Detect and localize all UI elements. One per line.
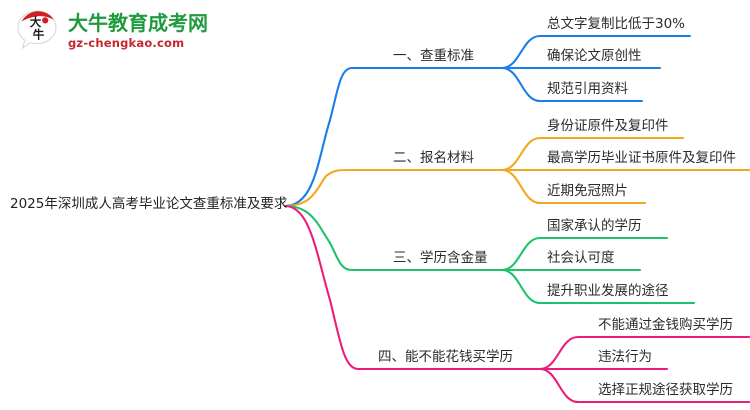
leaf-label-1-1[interactable]: 总文字复制比低于30%	[547, 16, 686, 32]
logo-site-name: 大牛教育成考网	[68, 10, 208, 35]
leaf-label-2-3[interactable]: 近期免冠照片	[547, 183, 628, 199]
leaf-connector-4-3	[538, 367, 750, 404]
leaf-label-3-2[interactable]: 社会认可度	[547, 250, 615, 266]
leaf-label-1-3[interactable]: 规范引用资料	[547, 81, 628, 97]
branch-group-1	[283, 34, 692, 208]
leaf-label-1-2[interactable]: 确保论文原创性	[547, 48, 642, 64]
leaf-connector-2-3	[500, 168, 647, 205]
branch-connector-4	[283, 204, 542, 371]
logo-site-url: gz-chengkao.com	[68, 35, 185, 50]
branch-label-3[interactable]: 三、学历含金量	[393, 250, 488, 266]
logo-text: 大牛教育成考网 gz-chengkao.com	[68, 13, 208, 50]
leaf-label-4-1[interactable]: 不能通过金钱购买学历	[598, 317, 733, 333]
site-logo: 大 牛 大牛教育成考网 gz-chengkao.com	[14, 8, 208, 54]
branch-group-4	[283, 204, 750, 404]
leaf-connector-1-1	[500, 34, 692, 70]
branch-connector-1	[283, 66, 504, 208]
branch-label-1[interactable]: 一、查重标准	[393, 48, 474, 64]
leaf-connector-3-3	[500, 268, 696, 305]
leaf-label-4-3[interactable]: 选择正规途径获取学历	[598, 382, 733, 398]
leaf-label-2-1[interactable]: 身份证原件及复印件	[547, 118, 669, 134]
branch-label-2[interactable]: 二、报名材料	[393, 150, 474, 166]
logo-mark-icon: 大 牛	[14, 8, 60, 54]
leaf-connector-4-1	[538, 335, 750, 371]
leaf-label-3-1[interactable]: 国家承认的学历	[547, 218, 642, 234]
svg-text:牛: 牛	[33, 28, 45, 42]
leaf-label-3-3[interactable]: 提升职业发展的途径	[547, 283, 669, 299]
leaf-connector-2-1	[500, 136, 685, 172]
branch-connector-2	[283, 168, 504, 208]
leaf-connector-1-3	[500, 66, 644, 103]
branch-connector-3	[283, 204, 504, 272]
branch-group-2	[283, 136, 750, 208]
svg-text:大: 大	[30, 15, 42, 29]
leaf-connector-3-1	[500, 236, 669, 272]
branch-group-3	[283, 204, 696, 305]
leaf-label-2-2[interactable]: 最高学历毕业证书原件及复印件	[547, 150, 736, 166]
root-node-label[interactable]: 2025年深圳成人高考毕业论文查重标准及要求	[10, 196, 288, 212]
leaf-label-4-2[interactable]: 违法行为	[598, 349, 652, 365]
branch-label-4[interactable]: 四、能不能花钱买学历	[378, 349, 513, 365]
